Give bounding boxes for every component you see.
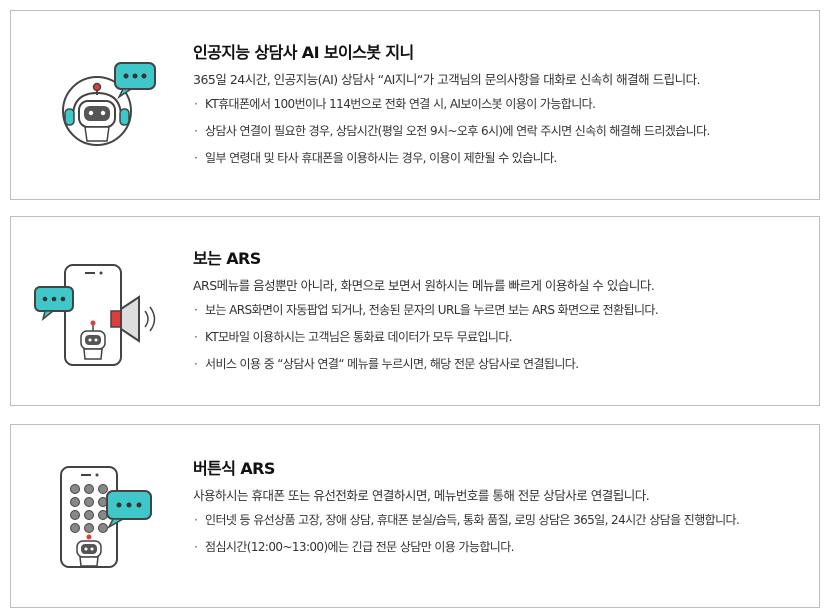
ai-voicebot-card: 인공지능 상담사 AI 보이스봇 지니 365일 24시간, 인공지능(AI) … xyxy=(10,10,820,200)
button-ars-card: 버튼식 ARS 사용하시는 휴대폰 또는 유선전화로 연결하시면, 메뉴번호를 … xyxy=(10,424,820,608)
bullet-item: 보는 ARS화면이 자동팝업 되거나, 전송된 문자의 URL을 누르면 보는 … xyxy=(193,302,801,319)
bullet-item: 인터넷 등 유선상품 고장, 장애 상담, 휴대폰 분실/습득, 통화 품질, … xyxy=(193,512,801,529)
visual-ars-card: 보는 ARS ARS메뉴를 음성뿐만 아니라, 화면으로 보면서 원하시는 메뉴… xyxy=(10,216,820,406)
robot-headset-chat-icon xyxy=(47,45,167,165)
phone-speaker-robot-icon xyxy=(31,257,171,377)
section-description: 사용하시는 휴대폰 또는 유선전화로 연결하시면, 메뉴번호를 통해 전문 상담… xyxy=(193,488,650,503)
section-title: 보는 ARS xyxy=(193,249,261,268)
bullet-item: 서비스 이용 중 “상담사 연결“ 메뉴를 누르시면, 해당 전문 상담사로 연… xyxy=(193,356,801,373)
phone-keypad-robot-icon xyxy=(51,463,161,583)
bullet-item: 점심시간(12:00~13:00)에는 긴급 전문 상담만 이용 가능합니다. xyxy=(193,539,801,556)
bullet-item: 일부 연령대 및 타사 휴대폰을 이용하시는 경우, 이용이 제한될 수 있습니… xyxy=(193,150,801,167)
section-title: 인공지능 상담사 AI 보이스봇 지니 xyxy=(193,43,414,62)
section-title: 버튼식 ARS xyxy=(193,459,275,478)
section-description: 365일 24시간, 인공지능(AI) 상담사 “AI지니“가 고객님의 문의사… xyxy=(193,72,701,87)
bullet-item: KT휴대폰에서 100번이나 114번으로 전화 연결 시, AI보이스봇 이용… xyxy=(193,96,801,113)
section-description: ARS메뉴를 음성뿐만 아니라, 화면으로 보면서 원하시는 메뉴를 빠르게 이… xyxy=(193,278,655,293)
bullet-item: 상담사 연결이 필요한 경우, 상담시간(평일 오전 9시~오후 6시)에 연락… xyxy=(193,123,801,140)
bullet-item: KT모바일 이용하시는 고객님은 통화료 데이터가 모두 무료입니다. xyxy=(193,329,801,346)
